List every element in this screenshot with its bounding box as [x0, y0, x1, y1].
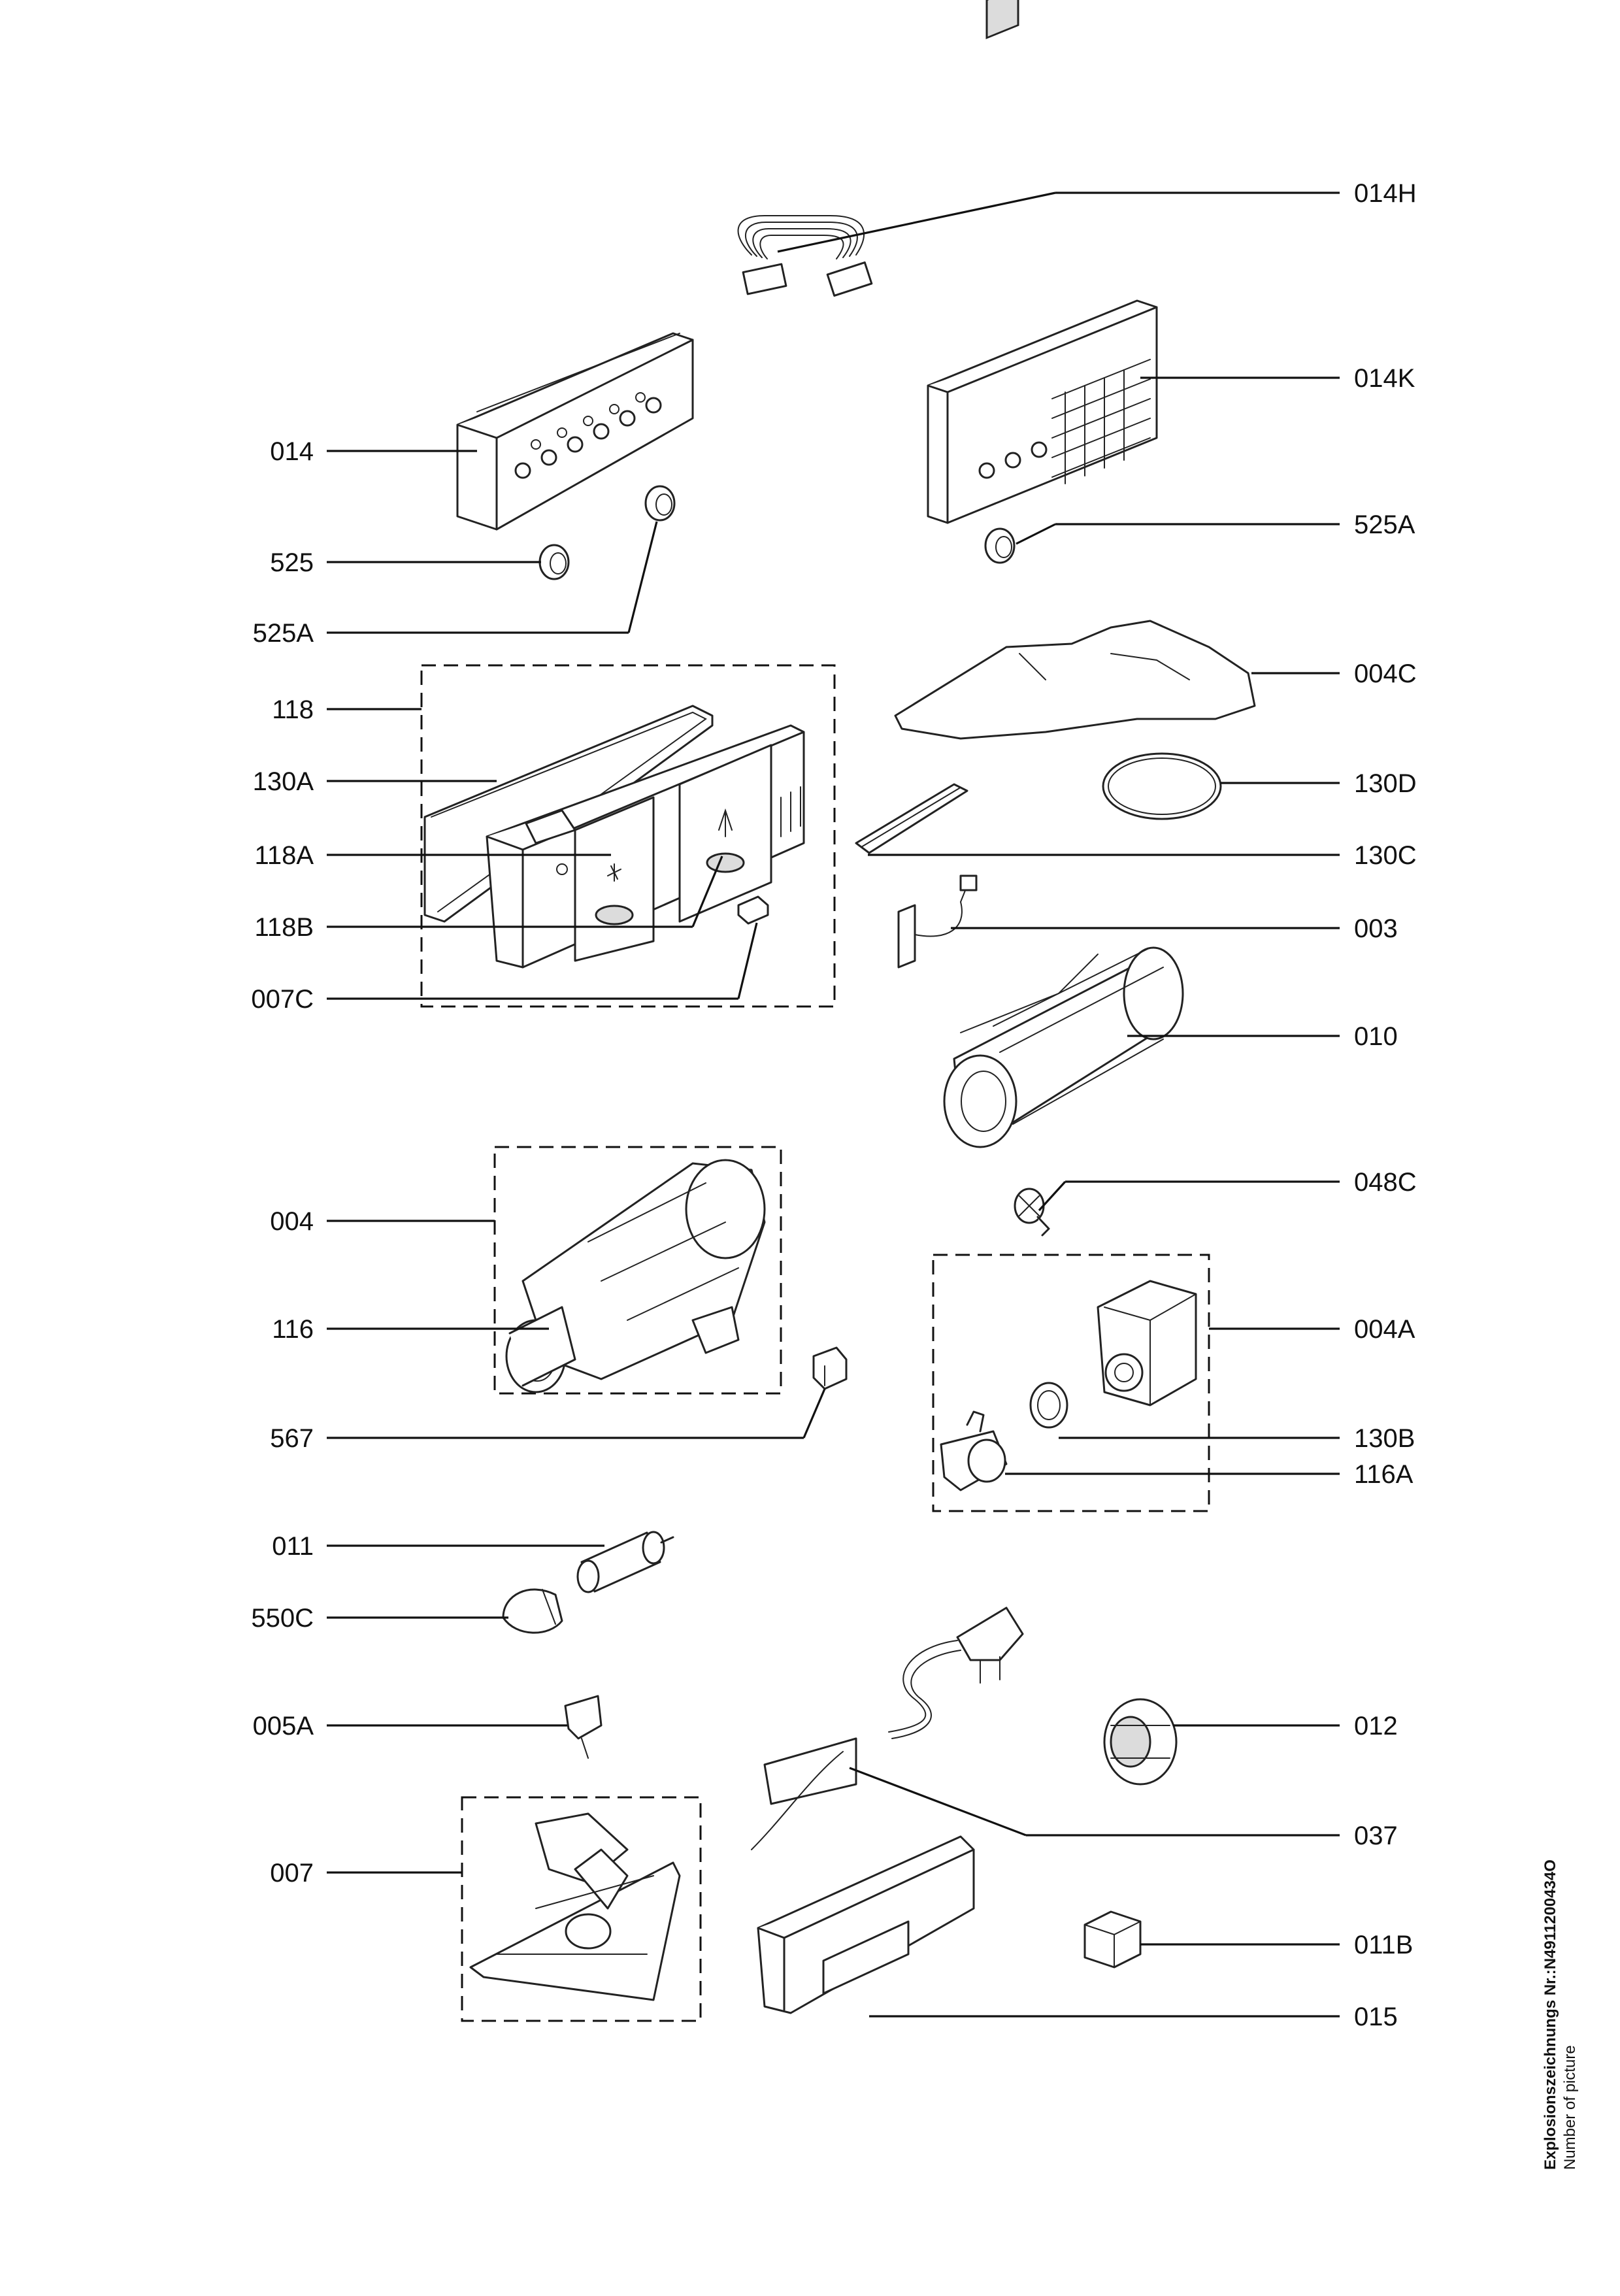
label-048c: 048C	[1354, 1168, 1417, 1197]
leader-007c-diag	[737, 922, 758, 999]
label-130b: 130B	[1354, 1424, 1415, 1453]
label-014h: 014H	[1354, 179, 1417, 208]
group-box-pump	[493, 1146, 782, 1395]
label-007: 007	[270, 1859, 314, 1888]
group-box-dispenser	[420, 664, 836, 1008]
part-525a-button-left	[644, 485, 676, 522]
part-011-motor	[576, 1531, 674, 1593]
label-118: 118	[272, 695, 314, 724]
label-525: 525	[270, 548, 314, 577]
part-007-spray-arm	[469, 1812, 681, 2001]
part-014-electronic-module	[456, 332, 694, 531]
part-567-clamp	[812, 1346, 848, 1390]
part-015-base-cover	[757, 1835, 975, 2014]
label-010: 010	[1354, 1022, 1398, 1051]
label-037: 037	[1354, 1822, 1398, 1850]
label-014: 014	[270, 437, 314, 466]
part-005a-connector	[564, 1695, 603, 1759]
part-037-mains-cable	[751, 1606, 1024, 1850]
label-118a: 118A	[255, 841, 314, 870]
part-550c-cap	[502, 1588, 563, 1634]
leader-525a-l-diag	[627, 521, 658, 633]
label-004a: 004A	[1354, 1315, 1415, 1344]
label-004: 004	[270, 1207, 314, 1236]
group-box-spray-arm	[461, 1796, 702, 2022]
part-525-button	[538, 544, 570, 580]
part-004-circulation-pump	[505, 1159, 766, 1393]
leader-037-diag	[849, 1767, 1027, 1837]
side-note: Explosionszeichnungs Nr.:N4911200434O Nu…	[1542, 1859, 1579, 2170]
label-005a: 005A	[253, 1712, 314, 1740]
label-015: 015	[1354, 2003, 1398, 2031]
callout-labels: 014H 014K 014 525A 525 525A 004C 118 130…	[251, 179, 1416, 2031]
label-550c: 550C	[251, 1604, 314, 1633]
label-116: 116	[272, 1315, 314, 1344]
leader-118b-diag	[691, 856, 723, 927]
group-box-sensor	[932, 1254, 1210, 1512]
picture-caption: Number of picture	[1561, 2045, 1579, 2170]
label-130c: 130C	[1354, 841, 1417, 870]
part-004a-sensor-housing	[1097, 1280, 1197, 1406]
label-525a-left: 525A	[253, 619, 314, 648]
part-007c-clip	[737, 895, 769, 925]
part-003-sensor	[897, 874, 978, 969]
label-525a-right: 525A	[1354, 510, 1415, 539]
part-118-detergent-dispenser	[423, 705, 805, 969]
part-004c-cover	[894, 620, 1256, 740]
part-011b-relay	[1083, 1910, 1142, 1969]
label-130d: 130D	[1354, 769, 1417, 798]
label-003: 003	[1354, 914, 1398, 943]
leader-567-diag	[802, 1388, 826, 1439]
part-012-drain-pump	[1103, 1698, 1178, 1786]
part-014h-wiring-harness	[737, 215, 873, 297]
label-011b: 011B	[1354, 1931, 1413, 1959]
label-014k: 014K	[1354, 364, 1415, 393]
part-116a-valve	[940, 1410, 1008, 1491]
part-130c-strip	[855, 783, 968, 854]
label-116a: 116A	[1354, 1460, 1413, 1489]
part-525a-button-right	[984, 527, 1016, 564]
part-014k-electronic-module	[927, 0, 1158, 524]
label-118b: 118B	[255, 913, 314, 942]
label-004c: 004C	[1354, 659, 1417, 688]
label-007c: 007C	[251, 985, 314, 1014]
label-012: 012	[1354, 1712, 1398, 1740]
part-010-heater	[943, 946, 1184, 1148]
label-011: 011	[272, 1532, 314, 1561]
leader-lines	[327, 191, 1340, 2018]
leader-525a-r-diag	[1016, 523, 1056, 545]
part-048c-thermostat	[1014, 1188, 1050, 1237]
leader-014h-diag	[777, 191, 1056, 253]
part-130b-seal	[1029, 1382, 1068, 1429]
leader-048c-diag	[1038, 1180, 1066, 1212]
label-567: 567	[270, 1424, 314, 1453]
drawing-number: Explosionszeichnungs Nr.:N4911200434O	[1542, 1859, 1559, 2170]
part-130d-ring	[1102, 752, 1222, 820]
label-130a: 130A	[253, 767, 314, 796]
